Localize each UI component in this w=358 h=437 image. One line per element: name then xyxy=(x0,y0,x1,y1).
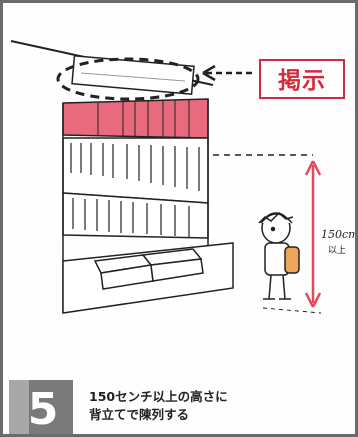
measurement-value: 150cm xyxy=(321,228,355,241)
caption-line-1: 150センチ以上の高さに xyxy=(89,389,228,404)
bookstore-shelf-illustration: 150cm 以上 xyxy=(10,40,355,314)
step-number: 5 xyxy=(28,384,59,434)
highlight-ellipse xyxy=(56,57,200,101)
display-table xyxy=(62,242,234,314)
top-shelf-red xyxy=(62,98,209,139)
step-number-block: 5 xyxy=(9,380,73,434)
child-figure xyxy=(258,211,300,300)
height-arrow xyxy=(304,160,322,308)
caption-line-2: 背立てで陳列する xyxy=(89,407,190,422)
measurement-suffix: 以上 xyxy=(328,245,346,256)
floor-reference-line xyxy=(262,307,322,314)
pointer-arrow xyxy=(202,64,253,82)
book-spines-row2 xyxy=(72,198,190,237)
book-spines-row1 xyxy=(70,143,200,191)
label-box: 掲示 xyxy=(259,59,345,99)
caption: 150センチ以上の高さに 背立てで陳列する xyxy=(89,388,349,424)
hanging-sign xyxy=(71,55,195,95)
